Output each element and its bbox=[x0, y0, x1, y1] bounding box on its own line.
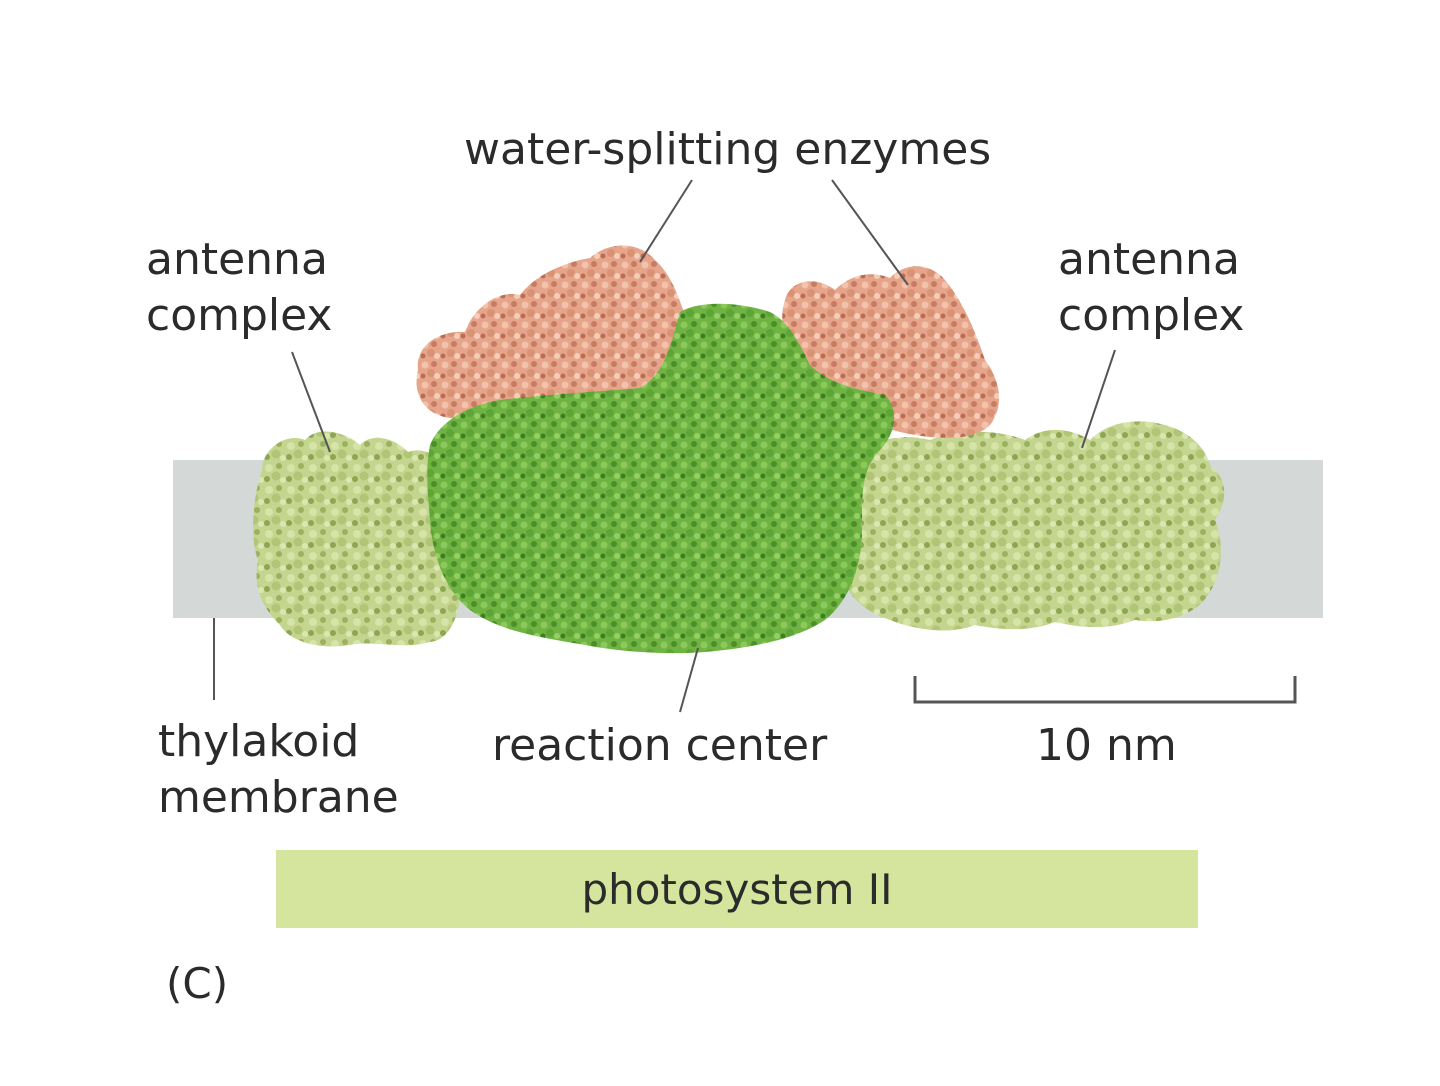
thylakoid-line-2: membrane bbox=[158, 770, 399, 826]
antenna-complex-right-label: antenna complex bbox=[1058, 232, 1244, 344]
thylakoid-membrane-label: thylakoid membrane bbox=[158, 714, 399, 826]
right-antenna-complex-shape bbox=[835, 421, 1224, 630]
scale-label: 10 nm bbox=[1036, 718, 1177, 774]
leader-water-splitting-right bbox=[832, 180, 908, 285]
thylakoid-line-1: thylakoid bbox=[158, 714, 399, 770]
reaction-center-label: reaction center bbox=[492, 718, 827, 774]
water-splitting-enzymes-label: water-splitting enzymes bbox=[464, 122, 991, 178]
antenna-left-line-2: complex bbox=[146, 288, 332, 344]
antenna-complex-left-label: antenna complex bbox=[146, 232, 332, 344]
scale-bar bbox=[915, 676, 1295, 702]
leader-reaction-center bbox=[680, 648, 698, 712]
panel-letter: (C) bbox=[166, 956, 228, 1012]
antenna-right-line-2: complex bbox=[1058, 288, 1244, 344]
leader-water-splitting-left bbox=[640, 180, 692, 262]
antenna-left-line-1: antenna bbox=[146, 232, 332, 288]
antenna-right-line-1: antenna bbox=[1058, 232, 1244, 288]
photosystem-label: photosystem II bbox=[581, 865, 892, 914]
photosystem-bar: photosystem II bbox=[276, 850, 1198, 928]
